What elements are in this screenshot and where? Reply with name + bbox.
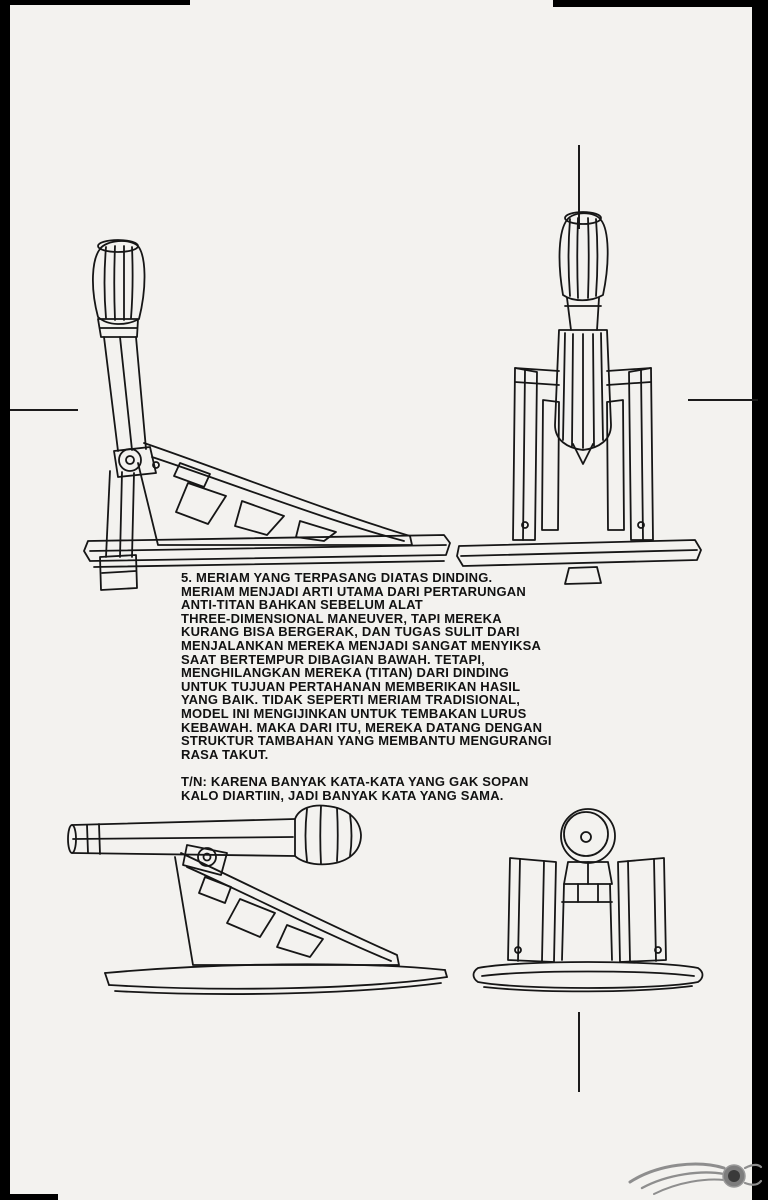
top-right-scan-edge xyxy=(553,0,768,7)
cannon-center-block xyxy=(561,883,613,961)
cannon-base-plate-front xyxy=(456,539,702,585)
right-scan-border xyxy=(752,0,768,1200)
cannon-supports-stowed xyxy=(507,857,667,963)
cannon-barrel-level xyxy=(67,804,362,866)
cannon-carriage xyxy=(137,442,413,546)
cannon-base-stowed xyxy=(472,961,704,993)
cannon-front-view-sketch xyxy=(455,200,710,600)
cannon-barrel-front xyxy=(554,211,612,465)
cannon-side-view-raised-sketch xyxy=(60,225,455,600)
cannon-carriage-level xyxy=(174,852,400,966)
cannon-base-plate-level xyxy=(104,963,448,995)
cannon-side-view-level-sketch xyxy=(55,795,450,1000)
cannon-lower-post xyxy=(99,470,138,591)
fold-mark-top-vertical xyxy=(578,145,580,229)
caption-paragraph: 5. MERIAM YANG TERPASANG DIATAS DINDING.… xyxy=(181,570,552,762)
winged-emblem-watermark xyxy=(628,1150,763,1198)
left-scan-border xyxy=(0,0,10,1200)
top-left-scan-edge xyxy=(0,0,190,5)
cannon-base-plate xyxy=(83,534,451,568)
fold-mark-left-horizontal xyxy=(10,409,78,411)
cannon-hinge xyxy=(113,446,160,478)
cannon-support-posts xyxy=(512,367,654,541)
cannon-neck-stowed xyxy=(563,861,613,885)
bottom-left-scan-edge xyxy=(0,1194,58,1200)
cannon-barrel xyxy=(92,239,147,452)
cannon-hinge-level xyxy=(182,844,228,876)
translator-note: T/N: KARENA BANYAK KATA-KATA YANG GAK SO… xyxy=(181,774,529,803)
fold-mark-bottom-vertical xyxy=(578,1012,580,1092)
cannon-muzzle-disc xyxy=(560,808,616,864)
cannon-front-view-stowed-sketch xyxy=(460,790,705,1000)
fold-mark-right-horizontal xyxy=(688,399,758,401)
